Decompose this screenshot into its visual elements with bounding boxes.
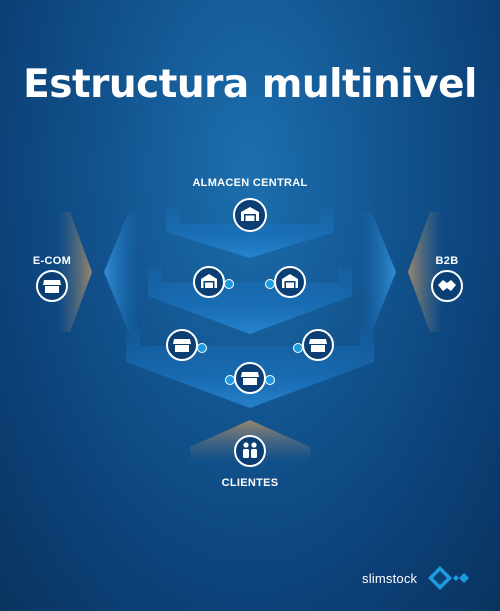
warehouse-icon: [241, 207, 259, 221]
chevron-level-1: [166, 208, 334, 258]
handshake-icon: [438, 280, 456, 291]
b2b-node: [431, 270, 463, 302]
ecom-node: [36, 270, 68, 302]
diamond-logo-icon: [428, 566, 469, 590]
level3-center-node: [225, 362, 275, 394]
ecom-inflow-arrow: [58, 212, 92, 332]
level2-right-node: [265, 266, 306, 298]
store-icon: [43, 280, 61, 293]
arrow-left-badge-icon: [293, 343, 303, 353]
clientes-node: [234, 435, 266, 467]
arrow-right-badge-icon: [197, 343, 207, 353]
label-ecom: E-COM: [32, 255, 72, 267]
chevron-level-2: [148, 266, 352, 334]
store-icon: [173, 339, 191, 352]
label-almacen-central: ALMACEN CENTRAL: [192, 177, 308, 189]
arrow-left-badge-icon: [265, 375, 275, 385]
brand-name: slimstock: [362, 571, 418, 586]
left-outflow-arrow: [104, 213, 138, 331]
store-icon: [241, 372, 259, 385]
page-title: Estructura multinivel: [23, 62, 477, 107]
label-clientes: CLIENTES: [221, 477, 279, 489]
store-icon: [309, 339, 327, 352]
label-b2b: B2B: [435, 255, 459, 267]
right-outflow-arrow: [362, 213, 396, 331]
level2-left-node: [193, 266, 234, 298]
arrow-right-badge-icon: [225, 375, 235, 385]
arrow-right-badge-icon: [224, 279, 234, 289]
arrow-left-badge-icon: [265, 279, 275, 289]
warehouse-icon: [282, 274, 298, 288]
b2b-inflow-arrow: [408, 212, 442, 332]
warehouse-icon: [201, 274, 217, 288]
level3-right-node: [293, 329, 334, 361]
central-node: [233, 198, 267, 232]
people-icon: [243, 442, 257, 458]
level3-left-node: [166, 329, 207, 361]
